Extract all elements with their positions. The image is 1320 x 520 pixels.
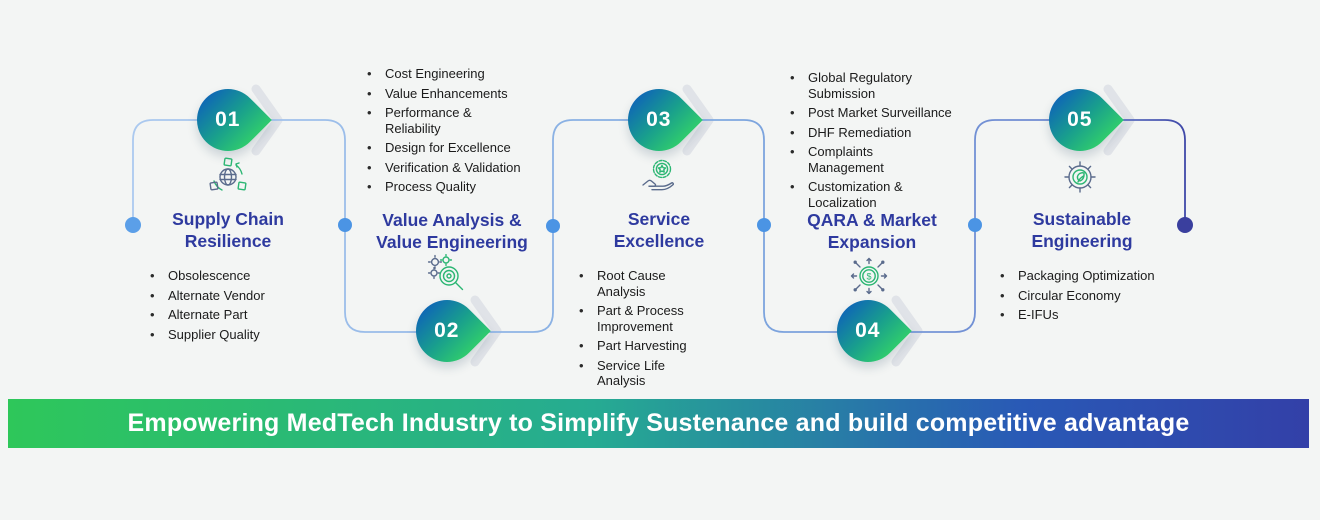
list-item: Performance & Reliability: [365, 105, 521, 136]
section-title-supply-chain: Supply Chain Resilience: [172, 209, 284, 252]
supply-chain-icon: [206, 155, 250, 199]
connector-dot: [968, 218, 982, 232]
section-title-sustainable: Sustainable Engineering: [1031, 209, 1133, 252]
section-list-supply-chain: ObsolescenceAlternate VendorAlternate Pa…: [148, 268, 313, 346]
list-item: E-IFUs: [998, 307, 1163, 323]
list-item: Post Market Surveillance: [788, 105, 952, 121]
list-item: Obsolescence: [148, 268, 313, 284]
section-title-qara-market: QARA & Market Expansion: [807, 210, 937, 253]
market-expansion-icon: $: [847, 254, 891, 298]
list-item: Complaints Management: [788, 144, 952, 175]
list-item: Value Enhancements: [365, 86, 521, 102]
list-item: Customization & Localization: [788, 179, 952, 210]
step-number: 03: [646, 107, 672, 131]
list-item: Global Regulatory Submission: [788, 70, 952, 101]
list-item: Supplier Quality: [148, 327, 313, 343]
section-list-value-engineering: Cost EngineeringValue EnhancementsPerfor…: [365, 66, 521, 199]
step-number: 01: [215, 107, 241, 131]
connector-dot: [338, 218, 352, 232]
service-excellence-icon: [637, 155, 681, 199]
end-dot: [1177, 217, 1193, 233]
list-item: Service Life Analysis: [577, 358, 715, 389]
banner: Empowering MedTech Industry to Simplify …: [8, 399, 1309, 448]
section-title-value-engineering: Value Analysis & Value Engineering: [376, 210, 528, 253]
list-item: Alternate Vendor: [148, 288, 313, 304]
connector-dot: [546, 219, 560, 233]
step-number: 02: [434, 318, 460, 342]
section-title-service-excellence: Service Excellence: [613, 209, 705, 252]
connector-node-dots: [125, 217, 1193, 233]
list-item: Alternate Part: [148, 307, 313, 323]
list-item: Process Quality: [365, 179, 521, 195]
start-dot: [125, 217, 141, 233]
list-item: Circular Economy: [998, 288, 1163, 304]
list-item: Part & Process Improvement: [577, 303, 715, 334]
section-list-qara-market: Global Regulatory SubmissionPost Market …: [788, 70, 952, 214]
step-number: 05: [1067, 107, 1093, 131]
list-item: DHF Remediation: [788, 125, 952, 141]
list-item: Verification & Validation: [365, 160, 521, 176]
step-number: 04: [855, 318, 881, 342]
sustainable-engineering-icon: [1058, 155, 1102, 199]
list-item: Part Harvesting: [577, 338, 715, 354]
svg-text:$: $: [866, 272, 871, 282]
section-list-sustainable: Packaging OptimizationCircular EconomyE-…: [998, 268, 1163, 327]
connector-dot: [757, 218, 771, 232]
list-item: Packaging Optimization: [998, 268, 1163, 284]
section-list-service-excellence: Root Cause AnalysisPart & Process Improv…: [577, 268, 715, 393]
value-engineering-icon: [426, 253, 470, 298]
list-item: Root Cause Analysis: [577, 268, 715, 299]
banner-text: Empowering MedTech Industry to Simplify …: [127, 409, 1190, 437]
list-item: Design for Excellence: [365, 140, 521, 156]
list-item: Cost Engineering: [365, 66, 521, 82]
